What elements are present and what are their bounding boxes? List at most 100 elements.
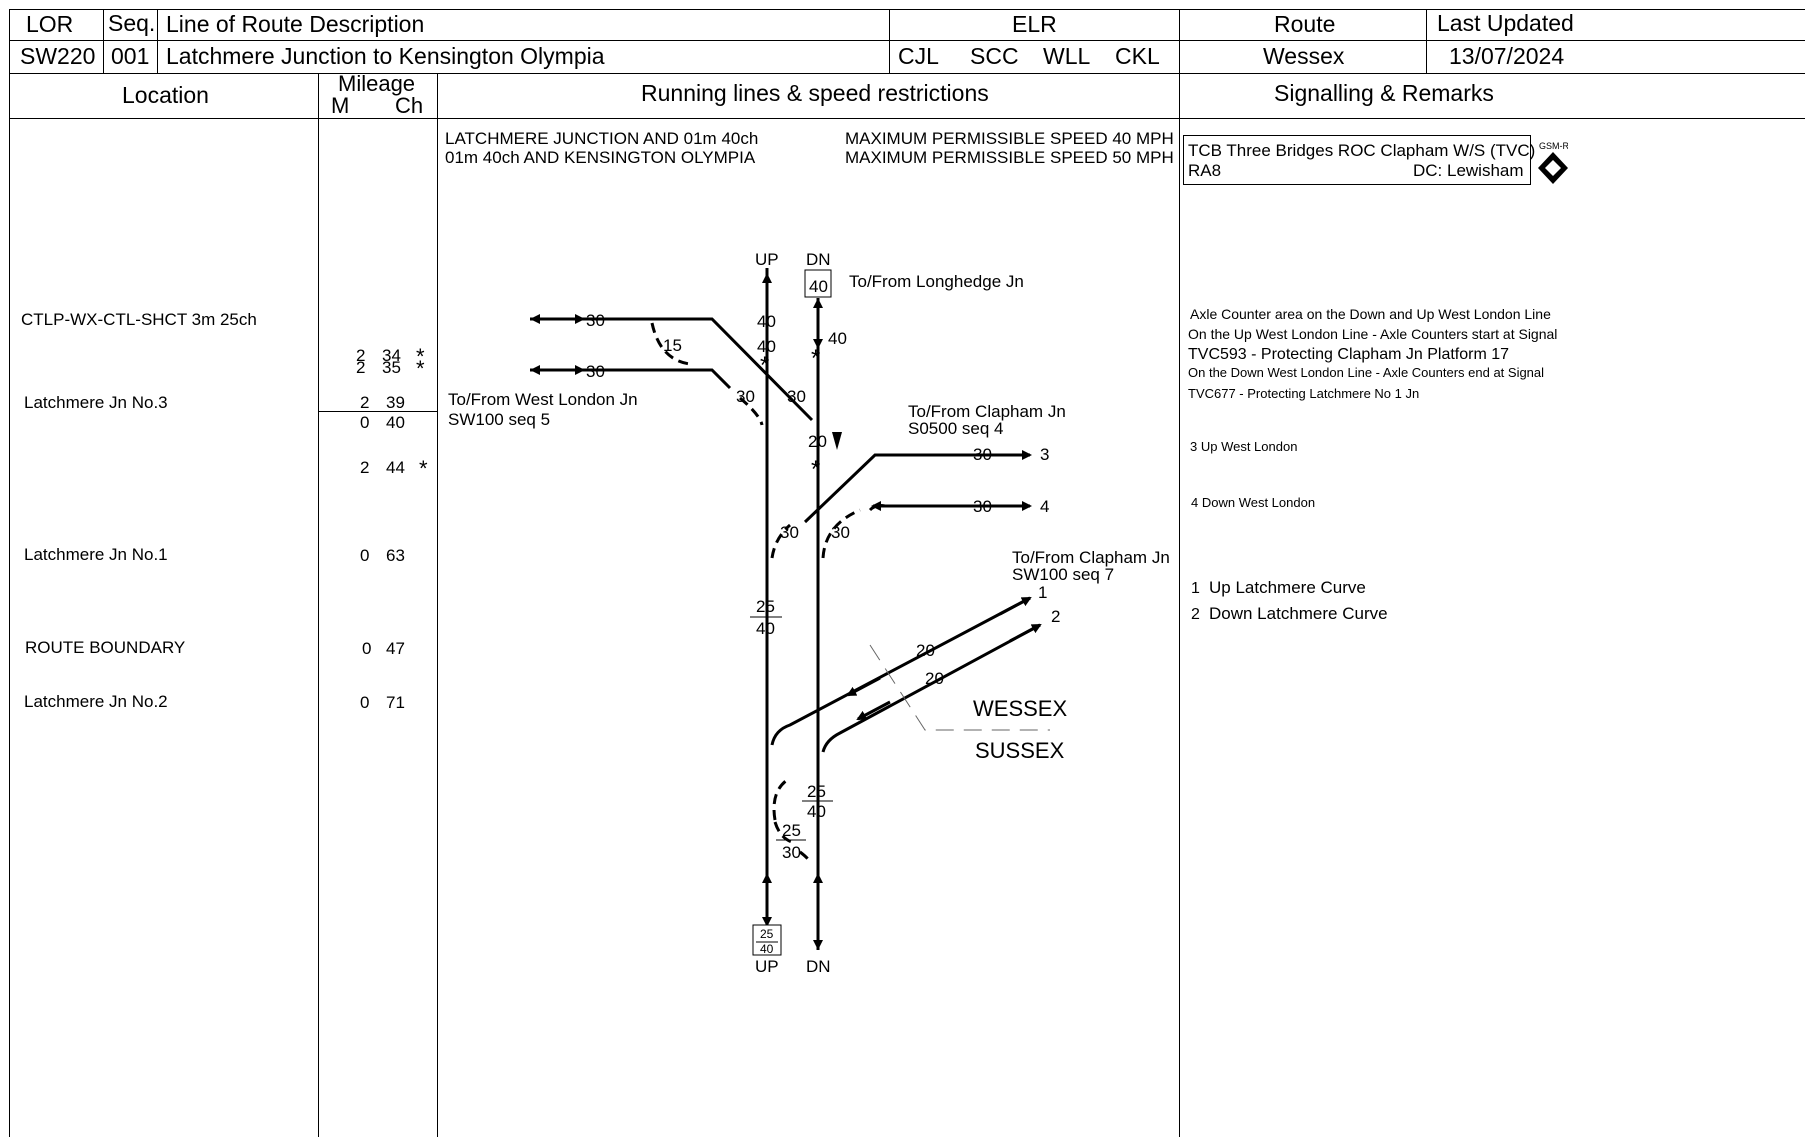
- speed-value: 30: [973, 445, 992, 464]
- elr-code: WLL: [1043, 43, 1091, 69]
- speed-value: 30: [586, 311, 605, 330]
- clapham-line-3-curve: [770, 523, 791, 559]
- mileage-marker: *: [419, 456, 428, 481]
- curve-number: 1: [1191, 580, 1200, 597]
- curve-2-arrow-left: [856, 700, 891, 721]
- location-column-header: Location: [122, 82, 209, 108]
- speed-value: 30: [782, 843, 801, 862]
- curve-number: 2: [1191, 606, 1200, 623]
- signalling-column-header: Signalling & Remarks: [1274, 80, 1494, 106]
- line-legend: 4 Down West London: [1191, 495, 1316, 510]
- latchmere-connect-2: [773, 821, 793, 844]
- route-boundary-line: [869, 644, 1050, 731]
- last-updated-label: Last Updated: [1437, 10, 1574, 36]
- signalling-box: [1183, 135, 1531, 185]
- clapham-ref-1: S0500 seq 4: [908, 419, 1003, 438]
- gsm-r-badge: GSM-R: [1537, 141, 1568, 187]
- remark-line: On the Down West London Line - Axle Coun…: [1188, 365, 1545, 380]
- route-availability: RA8: [1188, 161, 1222, 180]
- seq-value: 001: [111, 43, 150, 69]
- remark-line: Axle Counter area on the Down and Up Wes…: [1190, 306, 1551, 322]
- line-1-number: 1: [1038, 583, 1047, 602]
- west-london-line-lower: [530, 368, 732, 390]
- speed-value: 25: [760, 927, 774, 941]
- location-entry: Latchmere Jn No.1: [24, 545, 168, 564]
- speed-value: 40: [828, 329, 847, 348]
- speed-value: 25: [756, 597, 775, 616]
- location-entry: Latchmere Jn No.3: [24, 393, 168, 412]
- speed-section: 01m 40ch AND KENSINGTON OLYMPIA: [445, 148, 756, 167]
- mileage-chains: 35: [382, 358, 401, 377]
- speed-value: 20: [916, 641, 935, 660]
- gsm-r-label: GSM-R: [1539, 141, 1568, 151]
- longhedge-label: To/From Longhedge Jn: [849, 272, 1024, 291]
- speed-value: 40: [807, 802, 826, 821]
- mileage-chains: 71: [386, 693, 405, 712]
- mileage-chains: 39: [386, 393, 405, 412]
- speed-value: 20: [925, 669, 944, 688]
- elr-code: CJL: [898, 43, 939, 69]
- speed-value: 25: [782, 821, 801, 840]
- mileage-miles: 0: [360, 413, 370, 432]
- location-entry: Latchmere Jn No.2: [24, 692, 168, 711]
- speed-value: 40: [760, 942, 774, 956]
- west-london-ref: SW100 seq 5: [448, 410, 550, 429]
- miles-subheader: M: [331, 93, 350, 118]
- clapham-label-1: To/From Clapham Jn: [908, 402, 1066, 421]
- remark-line: TVC677 - Protecting Latchmere No 1 Jn: [1188, 386, 1420, 401]
- mileage-miles: 2: [360, 458, 370, 477]
- mileage-chains: 44: [386, 458, 405, 477]
- west-london-label: To/From West London Jn: [448, 390, 638, 409]
- wessex-label: WESSEX: [973, 696, 1067, 721]
- chains-subheader: Ch: [395, 93, 424, 118]
- west-london-curve-lower: [739, 396, 764, 426]
- speed-value: 30: [586, 362, 605, 381]
- mileage-marker: *: [416, 356, 425, 381]
- running-lines-column-header: Running lines & speed restrictions: [641, 80, 989, 106]
- lor-value: SW220: [20, 43, 96, 69]
- speed-value: 30: [780, 523, 799, 542]
- location-entry: ROUTE BOUNDARY: [25, 638, 186, 657]
- west-london-crossover-15: [650, 322, 691, 366]
- remark-line: On the Up West London Line - Axle Counte…: [1188, 326, 1558, 342]
- up-label-bottom: UP: [755, 957, 779, 976]
- route-label: Route: [1274, 11, 1336, 37]
- speed-box-up-bottom: [752, 924, 782, 956]
- mileage-chains: 47: [386, 639, 405, 658]
- latchmere-connect-3: [799, 850, 812, 863]
- speed-value: 30: [787, 387, 806, 406]
- route-value: Wessex: [1263, 43, 1345, 69]
- line-4-number: 4: [1040, 497, 1049, 516]
- line-legend: 3 Up West London: [1190, 439, 1298, 454]
- dn-label-bottom: DN: [806, 957, 831, 976]
- west-london-line-upper: [530, 317, 814, 422]
- dc-control: DC: Lewisham: [1413, 161, 1524, 180]
- speed-indicator-triangle: [832, 432, 842, 450]
- latchmere-connect-1: [772, 776, 791, 821]
- speed-value: 30: [831, 523, 850, 542]
- clapham-label-2: To/From Clapham Jn: [1012, 548, 1170, 567]
- mileage-column-header: Mileage: [338, 71, 416, 96]
- elr-code: CKL: [1115, 43, 1160, 69]
- mileage-miles: 0: [360, 693, 370, 712]
- lor-label: LOR: [26, 11, 74, 37]
- mileage-chains: 34: [382, 346, 401, 365]
- speed-box-dn-top: [804, 269, 832, 298]
- curve-1-arrow-left: [846, 676, 881, 697]
- speed-value: 25: [807, 782, 826, 801]
- description-label: Line of Route Description: [166, 11, 425, 37]
- speed-limit: MAXIMUM PERMISSIBLE SPEED 40 MPH: [845, 129, 1174, 148]
- curve-legend: Up Latchmere Curve: [1209, 578, 1366, 597]
- last-updated-value: 13/07/2024: [1449, 43, 1565, 69]
- speed-value: 40: [757, 312, 776, 331]
- gsm-r-icon: [1538, 152, 1568, 184]
- elr-label: ELR: [1012, 11, 1057, 37]
- mileage-miles: 2: [360, 393, 370, 412]
- mileage-chains: 63: [386, 546, 405, 565]
- speed-value: 30: [973, 497, 992, 516]
- mileage-miles: 0: [360, 546, 370, 565]
- location-entry: CTLP-WX-CTL-SHCT 3m 25ch: [21, 310, 257, 329]
- speed-value: 40: [757, 337, 776, 356]
- mileage-marker: *: [416, 344, 425, 369]
